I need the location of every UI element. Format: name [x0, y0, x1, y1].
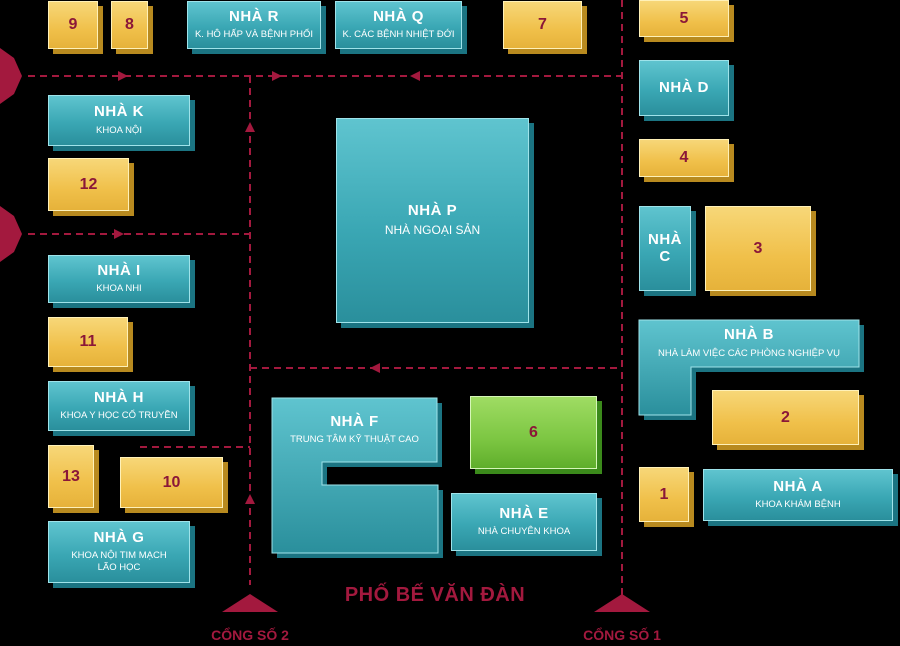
building-1[interactable]: 1: [639, 467, 689, 522]
building-8[interactable]: 8: [111, 1, 148, 49]
building-7[interactable]: 7: [503, 1, 582, 49]
building-nha-e[interactable]: NHÀ E NHÀ CHUYÊN KHOA: [451, 493, 597, 551]
building-nha-k-name: NHÀ K: [94, 103, 144, 121]
building-2-label: 2: [781, 408, 790, 426]
building-nha-c[interactable]: NHÀ C: [639, 206, 691, 291]
building-nha-e-sub: NHÀ CHUYÊN KHOA: [477, 526, 571, 538]
building-nha-p[interactable]: NHÀ P NHÀ NGOẠI SẢN: [336, 118, 529, 323]
building-5[interactable]: 5: [639, 0, 729, 37]
building-nha-r-name: NHÀ R: [229, 7, 279, 25]
building-nha-b-sub: NHÀ LÀM VIỆC CÁC PHÒNG NGHIỆP VỤ: [658, 347, 840, 359]
building-nha-e-name: NHÀ E: [499, 504, 549, 522]
building-nha-f-name: NHÀ F: [330, 412, 379, 430]
building-7-label: 7: [538, 16, 547, 33]
building-11-label: 11: [79, 333, 97, 350]
arrow-right: [272, 71, 282, 81]
building-nha-i-name: NHÀ I: [97, 261, 141, 279]
building-9-label: 9: [68, 16, 78, 33]
arrow-right: [118, 71, 128, 81]
building-nha-r-sub: K. HÔ HẤP VÀ BỆNH PHỔI: [194, 29, 314, 41]
building-nha-i-sub: KHOA NHI: [96, 283, 142, 295]
arrow-left: [370, 363, 380, 373]
building-nha-g-sub: KHOA NỘI TIM MẠCH LÃO HỌC: [71, 550, 167, 574]
building-2[interactable]: 2: [712, 390, 859, 445]
building-nha-k[interactable]: NHÀ K KHOA NỘI: [48, 95, 190, 146]
arrow-right: [114, 229, 124, 239]
street-name: PHỐ BẾ VĂN ĐÀN: [344, 584, 526, 606]
building-nha-f[interactable]: NHÀ F TRUNG TÂM KỸ THUẬT CAO: [272, 400, 437, 460]
building-nha-k-sub: KHOA NỘI: [96, 124, 142, 136]
building-nha-b-name: NHÀ B: [724, 326, 774, 344]
building-nha-a-sub: KHOA KHÁM BỆNH: [755, 499, 841, 511]
building-10[interactable]: 10: [120, 457, 223, 508]
building-3-label: 3: [753, 239, 763, 257]
building-nha-g-name: NHÀ G: [93, 528, 145, 546]
building-4-label: 4: [679, 149, 689, 166]
building-nha-q-sub: K. CÁC BỆNH NHIỆT ĐỚI: [342, 29, 455, 41]
entry-arrow-mid: [0, 206, 22, 262]
building-nha-g[interactable]: NHÀ G KHOA NỘI TIM MẠCH LÃO HỌC: [48, 521, 190, 583]
arrow-left: [410, 71, 420, 81]
building-6-label: 6: [529, 423, 538, 441]
building-nha-p-name: NHÀ P: [407, 201, 458, 219]
building-nha-c-name: NHÀ C: [648, 231, 682, 265]
building-8-label: 8: [125, 16, 134, 33]
building-6[interactable]: 6: [470, 396, 597, 469]
building-12-label: 12: [79, 175, 98, 193]
building-nha-h[interactable]: NHÀ H KHOA Y HỌC CỔ TRUYỀN: [48, 381, 190, 431]
building-12[interactable]: 12: [48, 158, 129, 211]
gate-2-label: CỔNG SỐ 2: [211, 627, 289, 643]
gate-1-marker: [594, 594, 650, 612]
building-13-label: 13: [62, 467, 80, 485]
building-nha-b[interactable]: NHÀ B NHÀ LÀM VIỆC CÁC PHÒNG NGHIỆP VỤ: [639, 320, 859, 367]
building-nha-h-sub: KHOA Y HỌC CỔ TRUYỀN: [60, 410, 178, 422]
building-nha-q[interactable]: NHÀ Q K. CÁC BỆNH NHIỆT ĐỚI: [335, 1, 462, 49]
building-nha-f-sub: TRUNG TÂM KỸ THUẬT CAO: [290, 434, 419, 446]
building-13[interactable]: 13: [48, 445, 94, 508]
building-nha-d[interactable]: NHÀ D: [639, 60, 729, 116]
building-1-label: 1: [659, 485, 669, 503]
building-nha-a[interactable]: NHÀ A KHOA KHÁM BỆNH: [703, 469, 893, 521]
building-nha-a-name: NHÀ A: [773, 477, 823, 495]
gate-2-marker: [222, 594, 278, 612]
building-4[interactable]: 4: [639, 139, 729, 177]
building-nha-r[interactable]: NHÀ R K. HÔ HẤP VÀ BỆNH PHỔI: [187, 1, 321, 49]
gate-1-label: CỔNG SỐ 1: [583, 627, 661, 643]
arrow-up: [245, 494, 255, 504]
building-9[interactable]: 9: [48, 1, 98, 49]
building-11[interactable]: 11: [48, 317, 128, 367]
building-5-label: 5: [679, 9, 689, 27]
building-nha-d-name: NHÀ D: [659, 78, 709, 96]
building-10-label: 10: [162, 473, 181, 491]
building-nha-h-name: NHÀ H: [94, 388, 144, 406]
arrow-up: [245, 122, 255, 132]
building-nha-i[interactable]: NHÀ I KHOA NHI: [48, 255, 190, 303]
entry-arrow-top: [0, 48, 22, 104]
building-nha-p-sub: NHÀ NGOẠI SẢN: [384, 223, 481, 238]
building-3[interactable]: 3: [705, 206, 811, 291]
building-nha-q-name: NHÀ Q: [373, 7, 424, 25]
